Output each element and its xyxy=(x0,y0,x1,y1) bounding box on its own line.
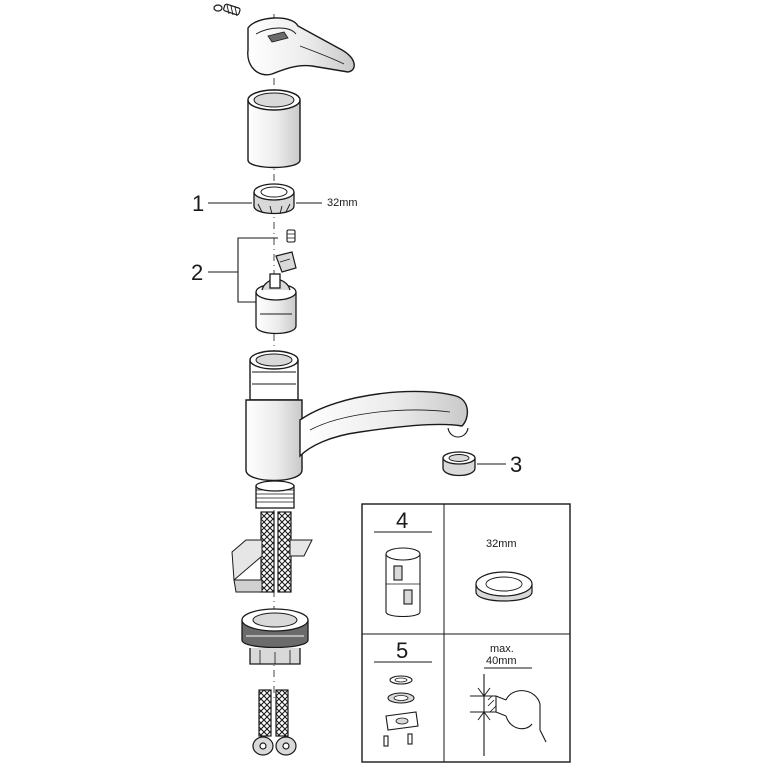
max-thickness-value: 40mm xyxy=(486,655,517,667)
box-ring-32mm xyxy=(475,571,533,602)
part-2-bracket xyxy=(208,237,278,303)
lower-hoses xyxy=(252,689,297,756)
faucet-body xyxy=(245,350,469,482)
dim-label-32mm: 32mm xyxy=(327,197,358,209)
callout-3: 3 xyxy=(510,452,522,477)
mounting-nut xyxy=(241,608,309,665)
part-1-cartridge-nut xyxy=(253,183,295,215)
countertop xyxy=(231,539,313,593)
max-label: max. xyxy=(490,643,514,655)
info-box xyxy=(361,503,571,763)
cartridge-screw xyxy=(286,229,296,243)
box-ring-dimension: 32mm xyxy=(486,538,517,550)
cartridge-tool xyxy=(385,547,421,618)
callout-5: 5 xyxy=(396,638,408,663)
threaded-stud xyxy=(255,480,295,509)
cartridge-adapter xyxy=(275,251,297,273)
part-3-aerator xyxy=(442,451,476,477)
lever-handle xyxy=(247,17,355,76)
callout-1: 1 xyxy=(192,191,204,216)
callout-4: 4 xyxy=(396,508,408,533)
cover-sleeve xyxy=(247,89,301,169)
countertop-thickness-sketch xyxy=(470,667,547,756)
ceramic-cartridge xyxy=(255,273,297,335)
handle-screw xyxy=(213,3,241,17)
supply-hoses xyxy=(260,511,292,593)
washer-set xyxy=(383,675,419,747)
callout-2: 2 xyxy=(191,260,203,285)
